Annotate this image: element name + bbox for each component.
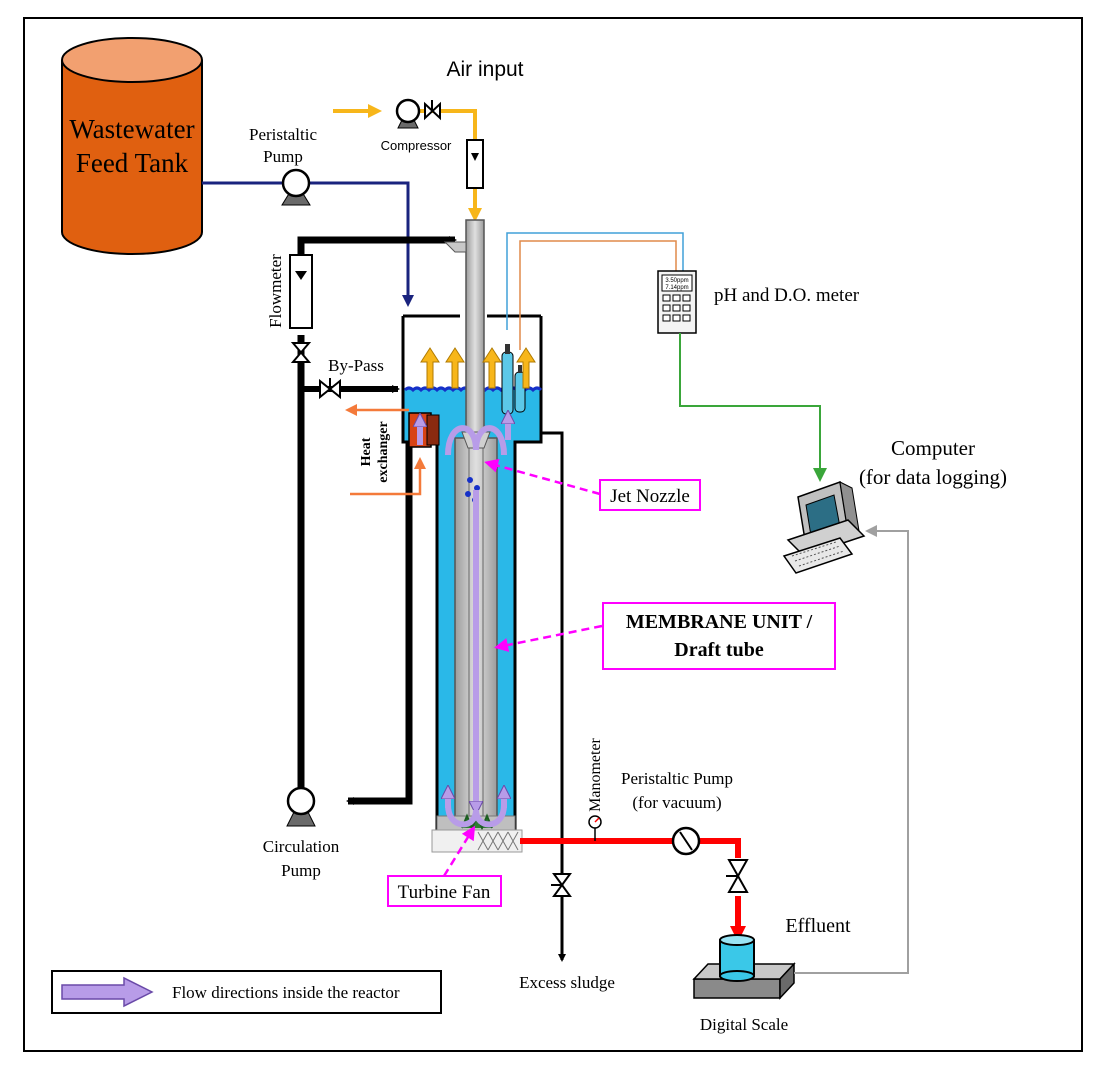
digital-scale-label: Digital Scale: [700, 1015, 788, 1034]
tank-label-line2: Feed Tank: [76, 148, 189, 178]
air-bubbles-up: [420, 347, 536, 389]
turbine-fan-callout: Turbine Fan: [387, 825, 502, 907]
air-input-label: Air input: [446, 58, 523, 81]
air-rotameter: [466, 139, 484, 189]
internal-flow-arrows: [420, 415, 508, 828]
membrane-label-2: Draft tube: [674, 639, 764, 661]
data-line: [679, 333, 827, 482]
membrane-unit-callout: MEMBRANE UNIT / Draft tube: [494, 602, 836, 670]
manometer: Manometer: [587, 737, 604, 841]
diagram-frame: [23, 17, 1083, 1052]
tank-label-line1: Wastewater: [69, 114, 194, 144]
wastewater-feed-tank: Wastewater Feed Tank: [61, 37, 203, 255]
heat-exchanger-label-2: exchanger: [376, 421, 391, 482]
flowmeter-label: Flowmeter: [266, 254, 285, 328]
compressor-label: Compressor: [381, 138, 452, 153]
peristaltic-pump-label-1: Peristaltic: [249, 125, 317, 144]
jet-nozzle-callout: Jet Nozzle: [484, 458, 701, 511]
circulation-pump: Circulation Pump: [263, 786, 340, 880]
computer: Computer (for data logging): [782, 436, 1007, 574]
peristaltic-pump-vacuum: Peristaltic Pump (for vacuum): [621, 769, 733, 856]
ph-do-meter: 3.50ppm 7.14ppm pH and D.O. meter: [657, 270, 860, 334]
computer-label-1: Computer: [891, 436, 975, 460]
circulation-valve: [290, 342, 312, 363]
effluent-valve: [726, 859, 749, 893]
turbine-fan-label: Turbine Fan: [398, 882, 491, 903]
peristaltic-pump-label-2: Pump: [263, 147, 303, 166]
vacuum-pump-label-2: (for vacuum): [632, 793, 721, 812]
air-line: [397, 109, 477, 140]
legend-label: Flow directions inside the reactor: [172, 983, 400, 1002]
flowmeter: Flowmeter: [266, 254, 313, 329]
air-valve: [424, 100, 441, 121]
excess-sludge-line: [541, 431, 566, 962]
heat-exchanger: Heat exchanger: [345, 404, 440, 496]
legend: Flow directions inside the reactor: [51, 970, 442, 1014]
sludge-valve: [551, 873, 572, 897]
computer-label-2: (for data logging): [859, 465, 1007, 489]
peristaltic-pump-feed: Peristaltic Pump: [249, 125, 317, 206]
jet-nozzle-label: Jet Nozzle: [610, 486, 690, 507]
circulation-loop: [297, 236, 457, 805]
meter-display-1: 3.50ppm: [665, 278, 688, 284]
meter-display-2: 7.14ppm: [665, 285, 688, 291]
compressor: Compressor: [381, 98, 452, 153]
excess-sludge-label: Excess sludge: [519, 973, 615, 992]
scale-signal-line: [794, 525, 909, 974]
ph-do-meter-label: pH and D.O. meter: [714, 285, 860, 306]
heat-exchanger-label-1: Heat: [359, 437, 374, 466]
effluent-line: [520, 838, 741, 858]
circulation-pump-label-1: Circulation: [263, 837, 340, 856]
by-pass-label: By-Pass: [328, 356, 384, 375]
effluent-beaker: [719, 934, 755, 982]
vacuum-pump-label-1: Peristaltic Pump: [621, 769, 733, 788]
circulation-pump-label-2: Pump: [281, 861, 321, 880]
manometer-label: Manometer: [587, 737, 604, 811]
feed-line: [202, 181, 414, 307]
by-pass-valve: [319, 378, 341, 400]
membrane-label-1: MEMBRANE UNIT /: [626, 611, 813, 633]
effluent-label: Effluent: [785, 915, 851, 937]
